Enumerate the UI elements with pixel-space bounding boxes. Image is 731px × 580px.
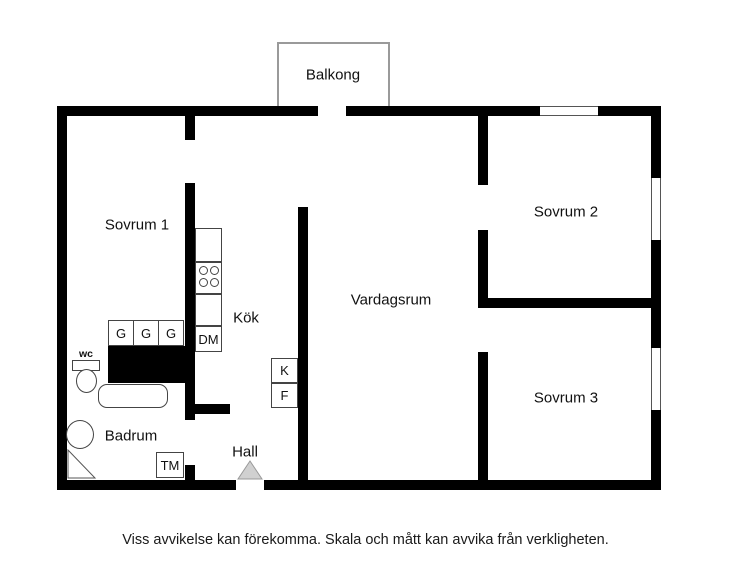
room-label-wc: wc <box>78 348 94 360</box>
wall-livingroom-bedroom2-lower <box>478 230 488 308</box>
room-label-livingroom: Vardagsrum <box>350 291 432 309</box>
wall-outer-left <box>57 106 67 490</box>
stove-burner-icon <box>210 278 219 287</box>
stove-burner-icon <box>210 266 219 275</box>
wall-bedroom2-bedroom3 <box>478 298 661 308</box>
washing-machine-box: TM <box>156 452 184 478</box>
room-label-bedroom3: Sovrum 3 <box>533 389 599 407</box>
wall-livingroom-bedroom2-upper <box>478 116 488 185</box>
balcony-label: Balkong <box>305 66 361 84</box>
washbasin-icon <box>66 420 94 449</box>
kitchen-counter <box>195 294 222 326</box>
bathtub-icon <box>98 384 168 408</box>
wall-outer-right-lower <box>651 410 661 490</box>
wall-outer-bottom-right <box>264 480 661 490</box>
shower-corner-icon <box>67 449 97 479</box>
window-bedroom2-right <box>651 178 661 240</box>
freezer-box: F <box>271 383 298 408</box>
stove-burner-icon <box>199 266 208 275</box>
wall-outer-right-mid <box>651 240 661 348</box>
kitchen-counter <box>195 228 222 262</box>
window-bedroom2-top <box>540 106 598 116</box>
disclaimer-text: Viss avvikelse kan förekomma. Skala och … <box>122 532 609 548</box>
room-label-hall: Hall <box>232 443 258 461</box>
wall-bedroom1-kitchen-lower <box>185 183 195 346</box>
dishwasher-box: DM <box>195 326 222 352</box>
wardrobe-box: G <box>158 320 184 346</box>
wall-bathroom-right-upper <box>185 346 195 420</box>
room-label-bathroom: Badrum <box>104 427 158 445</box>
wardrobe-box: G <box>108 320 134 346</box>
room-label-kitchen: Kök <box>233 309 259 327</box>
wall-livingroom-bedroom3 <box>478 352 488 480</box>
entrance-arrow-icon <box>237 460 263 480</box>
stove-icon <box>195 262 222 294</box>
wall-block-bathroom <box>108 346 185 383</box>
toilet-bowl-icon <box>76 369 97 393</box>
wall-outer-top-right <box>598 106 661 116</box>
balcony-outline <box>277 42 390 106</box>
wall-outer-right-upper <box>651 106 661 178</box>
stove-burner-icon <box>199 278 208 287</box>
wall-outer-bottom-left <box>57 480 236 490</box>
wall-bedroom1-kitchen-upper <box>185 116 195 140</box>
wall-outer-top-mid <box>346 106 540 116</box>
wall-bathroom-right-lower <box>185 465 195 480</box>
wardrobe-box: G <box>133 320 159 346</box>
wall-kitchen-livingroom <box>298 207 308 480</box>
wall-kitchen-bottom-stub <box>185 404 230 414</box>
fridge-box: K <box>271 358 298 383</box>
room-label-bedroom1: Sovrum 1 <box>104 216 170 234</box>
wall-outer-top-left <box>57 106 318 116</box>
window-bedroom3-right <box>651 348 661 410</box>
room-label-bedroom2: Sovrum 2 <box>533 203 599 221</box>
